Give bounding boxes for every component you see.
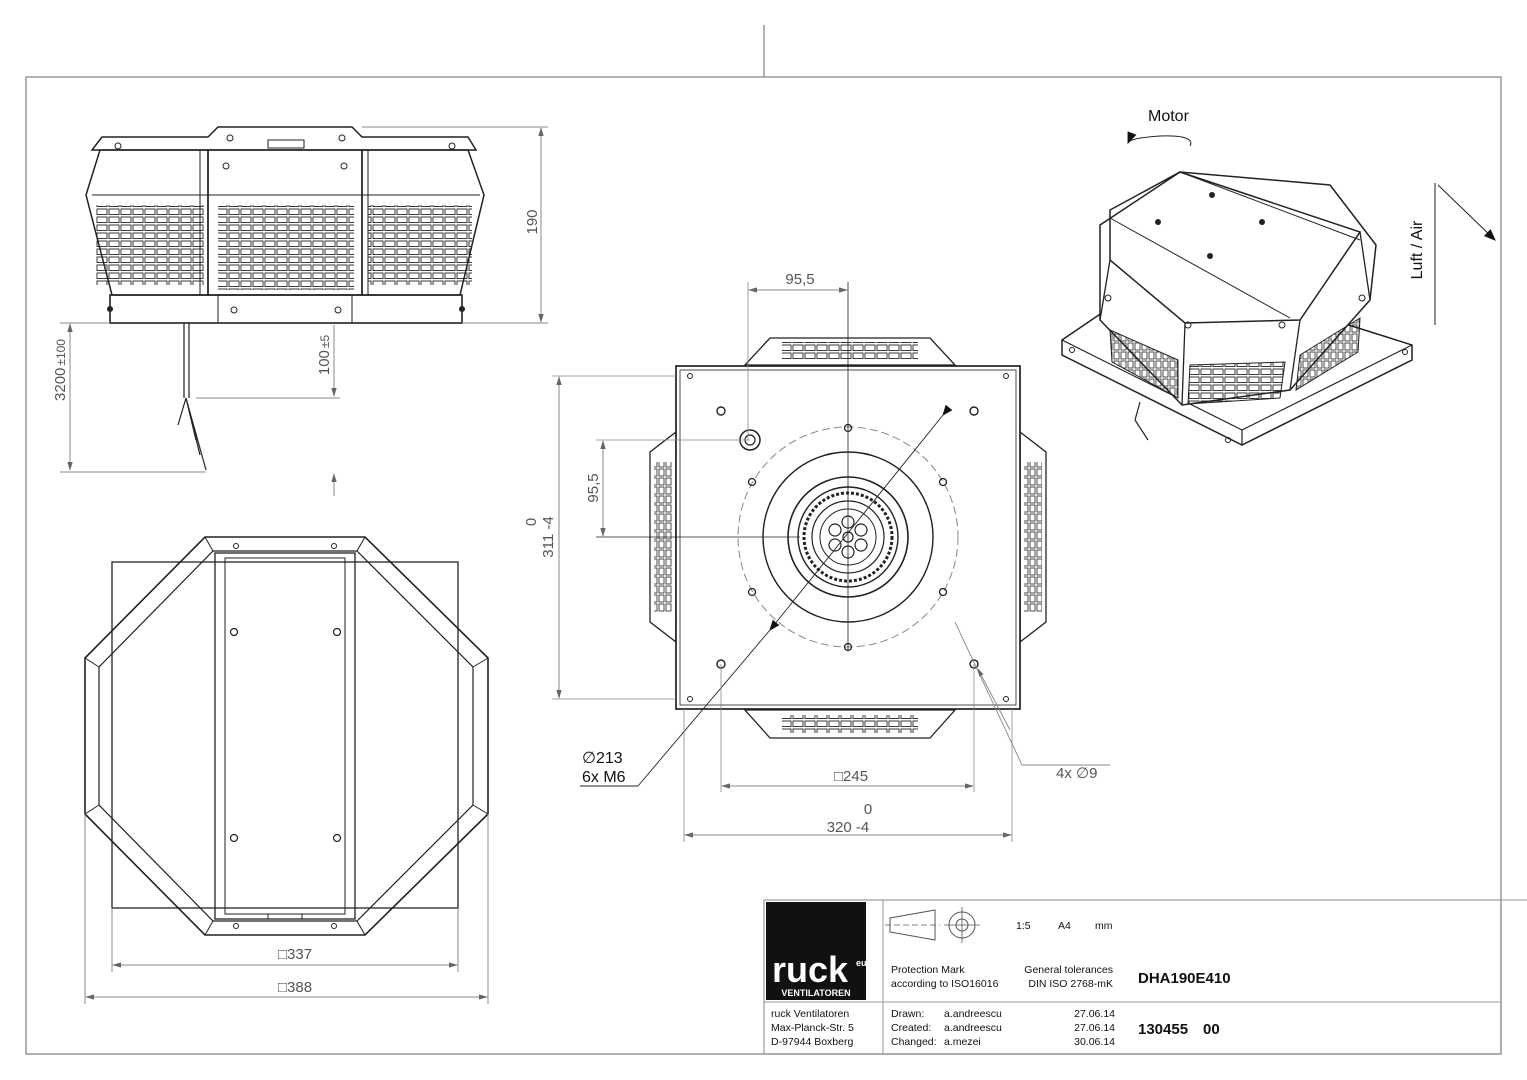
dim-height-nominal: 0	[523, 518, 540, 526]
dim-bolt-circle: ∅213	[582, 750, 623, 767]
motor-label: Motor	[1148, 108, 1190, 125]
dim-inner-square: □337	[278, 946, 312, 963]
air-label: Luft / Air	[1409, 220, 1426, 279]
drawn-by: a.andreescu	[944, 1008, 1002, 1020]
unit: mm	[1095, 920, 1113, 932]
changed-by: a.mezei	[944, 1036, 981, 1048]
logo-subtext: VENTILATOREN	[781, 988, 850, 998]
dim-cable-free-value: 100	[316, 350, 333, 375]
dim-height: 311 -4	[540, 516, 557, 557]
top-view: 95,5 95,5 0 311 -4 ∅213 6x M6 4x ∅9 □245…	[523, 271, 1110, 842]
paper-size: A4	[1058, 920, 1071, 932]
company-street: Max-Planck-Str. 5	[771, 1022, 854, 1034]
company-city: D-97944 Boxberg	[771, 1036, 853, 1048]
dim-cable-free: 100±5	[316, 335, 333, 376]
created-label: Created:	[891, 1022, 931, 1034]
logo-suffix: eu	[856, 958, 867, 968]
tolerance-line2: DIN ISO 2768-mK	[1028, 978, 1113, 990]
dim-height-side: 190	[524, 209, 541, 234]
changed-label: Changed:	[891, 1036, 937, 1048]
dim-cable-value: 3200	[52, 368, 69, 401]
bottom-view: □337 □388	[84, 536, 489, 1004]
created-date: 27.06.14	[1074, 1022, 1115, 1034]
dim-cable-tol: ±100	[54, 339, 68, 366]
projection-symbol-icon	[885, 907, 980, 943]
company-name: ruck Ventilatoren	[771, 1008, 849, 1020]
isometric-view: Motor Luft / Air	[1061, 108, 1496, 446]
side-view: 190 3200 ±100 100±5	[52, 126, 548, 496]
protection-line1: Protection Mark	[891, 964, 965, 976]
changed-date: 30.06.14	[1074, 1036, 1115, 1048]
tolerance-line1: General tolerances	[1024, 964, 1113, 976]
dim-width-nominal: 0	[864, 801, 872, 818]
scale: 1:5	[1016, 920, 1031, 932]
dim-outer-square: □388	[278, 979, 312, 996]
drawn-date: 27.06.14	[1074, 1008, 1115, 1020]
title-block: ruck eu VENTILATOREN 1:5 A4 mm Protectio…	[763, 899, 1502, 1055]
dim-y-offset: 95,5	[585, 473, 602, 502]
dim-holes: 4x ∅9	[1056, 765, 1097, 782]
dim-cable-length: 3200 ±100	[52, 339, 69, 401]
dim-x-offset: 95,5	[785, 271, 814, 288]
dim-cable-free-tol: ±5	[318, 335, 332, 349]
model-name: DHA190E410	[1138, 970, 1231, 987]
drawn-label: Drawn:	[891, 1008, 924, 1020]
protection-line2: according to ISO16016	[891, 978, 999, 990]
company-logo	[766, 902, 866, 1000]
revision: 00	[1203, 1021, 1220, 1038]
part-number: 130455	[1138, 1021, 1188, 1038]
dim-bolt-thread: 6x M6	[582, 769, 626, 786]
dim-square-245: □245	[834, 768, 868, 785]
dim-width: 320 -4	[827, 819, 870, 836]
logo-text: ruck	[772, 949, 849, 990]
created-by: a.andreescu	[944, 1022, 1002, 1034]
